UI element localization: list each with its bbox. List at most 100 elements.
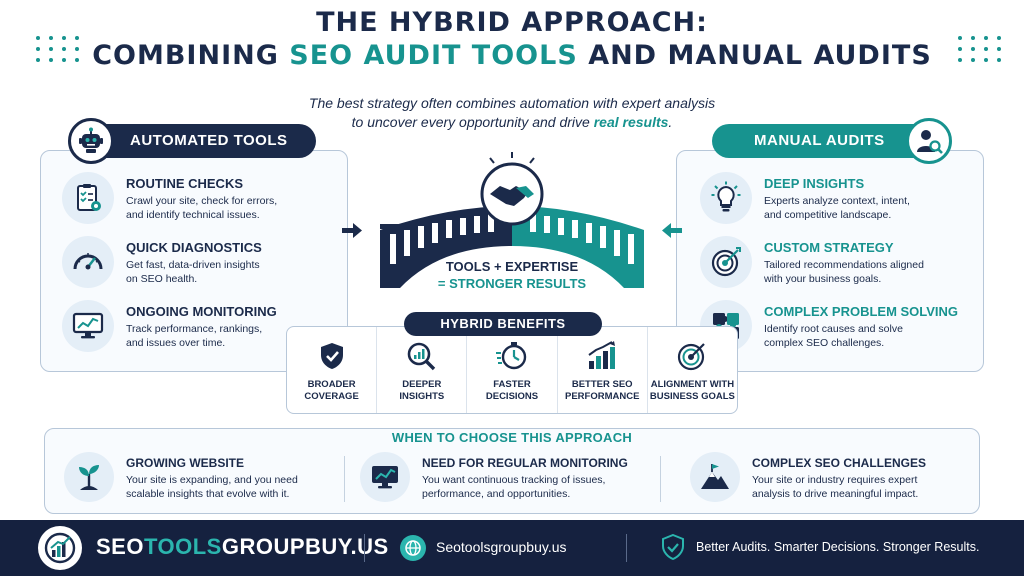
benefit-label: FASTER xyxy=(493,379,531,390)
center-line-1: TOOLS + EXPERTISE xyxy=(445,259,579,274)
website-link[interactable]: Seotoolsgroupbuy.us xyxy=(436,539,567,555)
divider xyxy=(660,456,661,502)
divider xyxy=(344,456,345,502)
item-title: ONGOING MONITORING xyxy=(126,304,277,319)
benefit-label: DEEPER xyxy=(402,379,442,390)
manual-item-deep-insights: DEEP INSIGHTS Experts analyze context, i… xyxy=(700,172,910,224)
when-to-choose-panel xyxy=(44,428,980,514)
stopwatch-icon xyxy=(496,342,527,370)
title-highlight: SEO AUDIT TOOLS xyxy=(289,40,578,71)
item-desc: and issues over time. xyxy=(126,337,226,349)
monitor-chart-icon xyxy=(360,452,410,502)
item-desc: on SEO health. xyxy=(126,273,198,285)
item-desc: Track performance, rankings, xyxy=(126,323,263,335)
automated-item-ongoing-monitoring: ONGOING MONITORING Track performance, ra… xyxy=(62,300,277,352)
item-desc: Experts analyze context, intent, xyxy=(764,195,910,207)
item-desc: You want continuous tracking of issues, xyxy=(422,474,606,486)
item-desc: Crawl your site, check for errors, xyxy=(126,195,278,207)
benefit-label: BROADER xyxy=(307,379,356,390)
title-line-2: COMBINING SEO AUDIT TOOLS AND MANUAL AUD… xyxy=(0,39,1024,72)
item-desc: Your site or industry requires expert xyxy=(752,474,918,486)
sprout-icon xyxy=(64,452,114,502)
arrow-left-icon xyxy=(662,223,682,238)
arrow-right-icon xyxy=(342,223,362,238)
item-title: DEEP INSIGHTS xyxy=(764,176,865,191)
manual-item-custom-strategy: CUSTOM STRATEGY Tailored recommendations… xyxy=(700,236,924,288)
center-line-2: = STRONGER RESULTS xyxy=(437,276,587,291)
automated-item-routine-checks: ROUTINE CHECKS Crawl your site, check fo… xyxy=(62,172,277,224)
globe-icon xyxy=(400,535,426,561)
item-title: COMPLEX SEO CHALLENGES xyxy=(752,456,927,470)
automated-item-quick-diagnostics: QUICK DIAGNOSTICS Get fast, data-driven … xyxy=(62,236,262,288)
benefit-label: INSIGHTS xyxy=(399,391,445,402)
item-desc: Get fast, data-driven insights xyxy=(126,259,260,271)
item-desc: analysis to drive meaningful impact. xyxy=(752,488,919,500)
benefit-label: ALIGNMENT WITH xyxy=(650,379,735,390)
page-title: THE HYBRID APPROACH: COMBINING SEO AUDIT… xyxy=(0,6,1024,72)
item-title: NEED FOR REGULAR MONITORING xyxy=(422,456,628,470)
person-magnifier-icon xyxy=(906,118,952,164)
manual-audits-header: MANUAL AUDITS xyxy=(712,124,928,158)
footer-divider xyxy=(626,534,627,562)
when-item-regular-monitoring: NEED FOR REGULAR MONITORING You want con… xyxy=(360,452,628,502)
subtitle-line-2: to uncover every opportunity and drive r… xyxy=(0,113,1024,132)
decorative-dots-right xyxy=(958,36,1003,62)
benefit-label: COVERAGE xyxy=(304,391,359,402)
item-desc: complex SEO challenges. xyxy=(764,337,885,349)
brand-highlight: TOOLS xyxy=(143,534,222,559)
footer: SEOTOOLSGROUPBUY.US Seotoolsgroupbuy.us … xyxy=(0,520,1024,576)
subtitle: The best strategy often combines automat… xyxy=(0,94,1024,132)
manual-item-complex-problem-solving: COMPLEX PROBLEM SOLVING Identify root ca… xyxy=(700,300,958,352)
when-item-growing-website: GROWING WEBSITE Your site is expanding, … xyxy=(64,452,298,502)
benefit-label: BETTER SEO xyxy=(571,379,633,390)
tagline: Better Audits. Smarter Decisions. Strong… xyxy=(696,540,980,554)
title-line-2-post: AND MANUAL AUDITS xyxy=(588,40,932,71)
item-desc: Identify root causes and solve xyxy=(764,323,903,335)
item-desc: Your site is expanding, and you need xyxy=(126,474,298,486)
item-title: GROWING WEBSITE xyxy=(126,456,244,470)
bridge-illustration xyxy=(342,152,682,288)
handshake-icon xyxy=(480,152,544,226)
speedometer-icon xyxy=(62,236,114,288)
brand-name[interactable]: SEOTOOLSGROUPBUY.US xyxy=(96,534,389,560)
item-desc: and identify technical issues. xyxy=(126,209,260,221)
benefit-label: DECISIONS xyxy=(485,391,539,402)
bar-chart-icon xyxy=(588,341,616,369)
checklist-gear-icon xyxy=(62,172,114,224)
brand-post: GROUPBUY.US xyxy=(221,534,389,559)
mountain-flag-icon xyxy=(690,452,740,502)
subtitle-line-1: The best strategy often combines automat… xyxy=(308,95,716,111)
target-icon xyxy=(700,236,752,288)
hybrid-benefits-header: HYBRID BENEFITS xyxy=(404,312,602,336)
footer-divider xyxy=(364,534,365,562)
benefit-label: BUSINESS GOALS xyxy=(649,391,735,402)
item-desc: performance, and opportunities. xyxy=(422,488,571,500)
title-line-1: THE HYBRID APPROACH: xyxy=(316,7,708,38)
item-desc: with your business goals. xyxy=(764,273,882,285)
item-title: ROUTINE CHECKS xyxy=(126,176,244,191)
item-desc: and competitive landscape. xyxy=(764,209,892,221)
lightbulb-icon xyxy=(700,172,752,224)
brand-pre: SEO xyxy=(96,534,144,559)
item-title: QUICK DIAGNOSTICS xyxy=(126,240,262,255)
item-desc: scalable insights that evolve with it. xyxy=(126,488,290,500)
when-to-choose-title: WHEN TO CHOOSE THIS APPROACH xyxy=(391,430,633,445)
automated-tools-header: AUTOMATED TOOLS xyxy=(94,124,316,158)
target-icon xyxy=(678,343,706,371)
item-title: CUSTOM STRATEGY xyxy=(764,240,894,255)
when-item-complex-seo-challenges: COMPLEX SEO CHALLENGES Your site or indu… xyxy=(690,452,926,502)
center-message: TOOLS + EXPERTISE = STRONGER RESULTS xyxy=(420,258,604,292)
robot-icon xyxy=(68,118,114,164)
decorative-dots-left xyxy=(36,36,81,62)
subtitle-highlight: real results xyxy=(593,114,669,130)
shield-check-icon xyxy=(320,343,343,369)
item-desc: Tailored recommendations aligned xyxy=(764,259,924,271)
shield-check-icon xyxy=(660,534,686,560)
subtitle-line-2-post: . xyxy=(668,114,673,130)
